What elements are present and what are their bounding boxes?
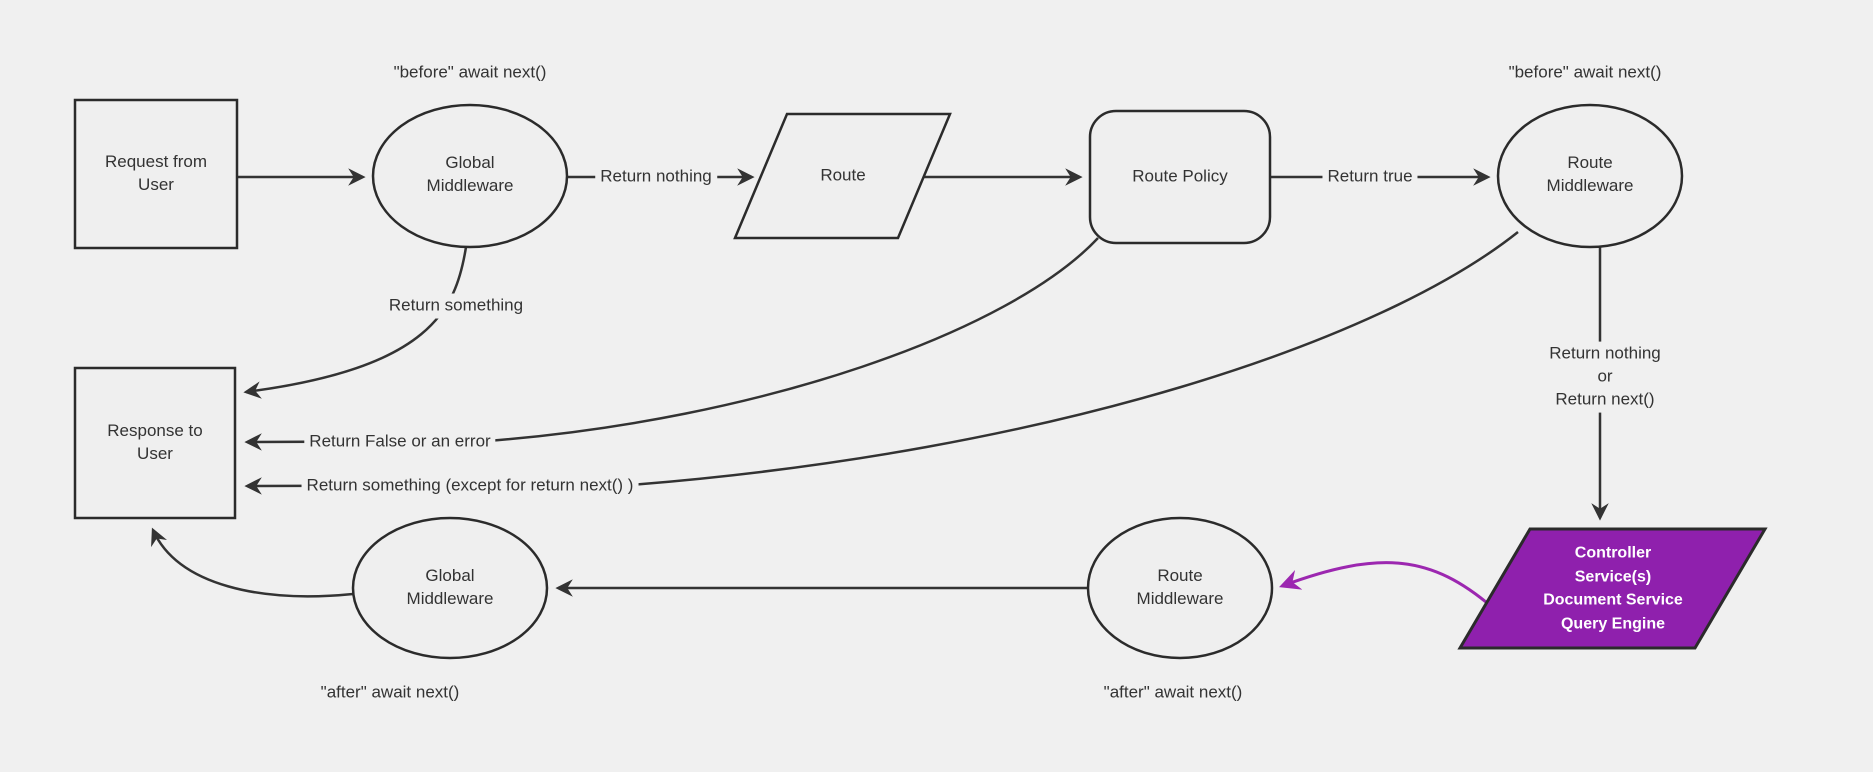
node-route-mw-top-shape bbox=[1496, 103, 1684, 249]
node-route-mw-bottom-shape bbox=[1086, 516, 1274, 660]
node-response-shape bbox=[73, 366, 237, 520]
edge-controller-to-route-mw-bottom bbox=[1279, 561, 1493, 609]
node-request-shape bbox=[73, 98, 239, 250]
node-global-mw-bottom-shape bbox=[351, 516, 549, 660]
node-route-policy-shape bbox=[1088, 109, 1272, 245]
node-controller-shape bbox=[1457, 527, 1768, 650]
node-route-shape bbox=[733, 112, 952, 240]
edge-global-mw-to-response bbox=[243, 246, 468, 399]
edge-route-policy-to-response bbox=[244, 237, 1099, 451]
edge-global-mw-bottom-to-response bbox=[151, 527, 354, 598]
node-global-mw-top-shape bbox=[371, 103, 569, 249]
edge-route-mw-to-response bbox=[244, 231, 1519, 495]
